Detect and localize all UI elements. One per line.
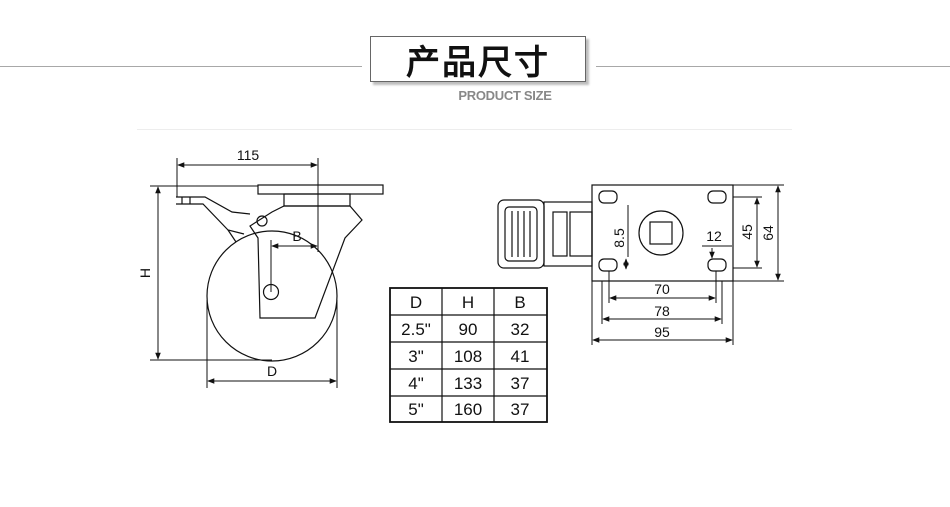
section-divider <box>137 129 792 130</box>
wheel <box>206 230 338 362</box>
mounting-hole <box>598 190 618 204</box>
table-header-h: H <box>462 293 474 312</box>
hole-diameter-label: 8.5 <box>611 228 627 248</box>
table-cell: 108 <box>454 347 482 366</box>
offset-label: B <box>292 228 301 244</box>
diameter-label: D <box>267 363 277 379</box>
top-view-dimensions <box>591 184 784 345</box>
mounting-hole <box>707 190 727 204</box>
header-rule-left <box>0 66 362 67</box>
mounting-hole <box>598 258 618 272</box>
size-table-cells: D H B 2.5" 90 32 3" 108 41 4" 133 37 5" … <box>401 293 529 419</box>
kingpin <box>649 221 673 245</box>
header-rule-right <box>596 66 950 67</box>
outer-height-label: 64 <box>760 225 776 241</box>
fork-pivot <box>256 215 268 227</box>
plate-width-label: 95 <box>654 324 670 340</box>
page-subtitle: PRODUCT SIZE <box>458 88 552 103</box>
height-label: H <box>137 268 153 278</box>
hole-span-label: 70 <box>654 281 670 297</box>
table-cell: 41 <box>511 347 530 366</box>
table-cell: 32 <box>511 320 530 339</box>
side-view-dimensions <box>150 158 338 388</box>
caster-side-view <box>176 184 384 362</box>
table-cell: 3" <box>408 347 424 366</box>
slot-span-label: 78 <box>654 303 670 319</box>
table-cell: 4" <box>408 374 424 393</box>
kingpin-housing <box>638 210 684 256</box>
fork-bracket <box>249 205 363 319</box>
table-cell: 160 <box>454 400 482 419</box>
table-cell: 133 <box>454 374 482 393</box>
table-cell: 90 <box>459 320 478 339</box>
title-box: 产品尺寸 <box>370 36 586 83</box>
mounting-hole <box>707 258 727 272</box>
slot-width-label: 12 <box>706 228 722 244</box>
inner-height-label: 45 <box>739 224 755 240</box>
size-table <box>389 287 548 423</box>
width-label: 115 <box>237 147 260 163</box>
caster-top-view <box>497 184 734 282</box>
brake-lever <box>176 196 251 215</box>
table-cell: 2.5" <box>401 320 431 339</box>
table-cell: 37 <box>511 400 530 419</box>
swivel-bearing <box>283 193 351 207</box>
top-plate <box>591 184 734 282</box>
table-cell: 37 <box>511 374 530 393</box>
table-cell: 5" <box>408 400 424 419</box>
table-header-b: B <box>514 293 525 312</box>
mounting-plate <box>257 184 384 195</box>
page-title: 产品尺寸 <box>406 42 550 83</box>
table-header-d: D <box>410 293 422 312</box>
